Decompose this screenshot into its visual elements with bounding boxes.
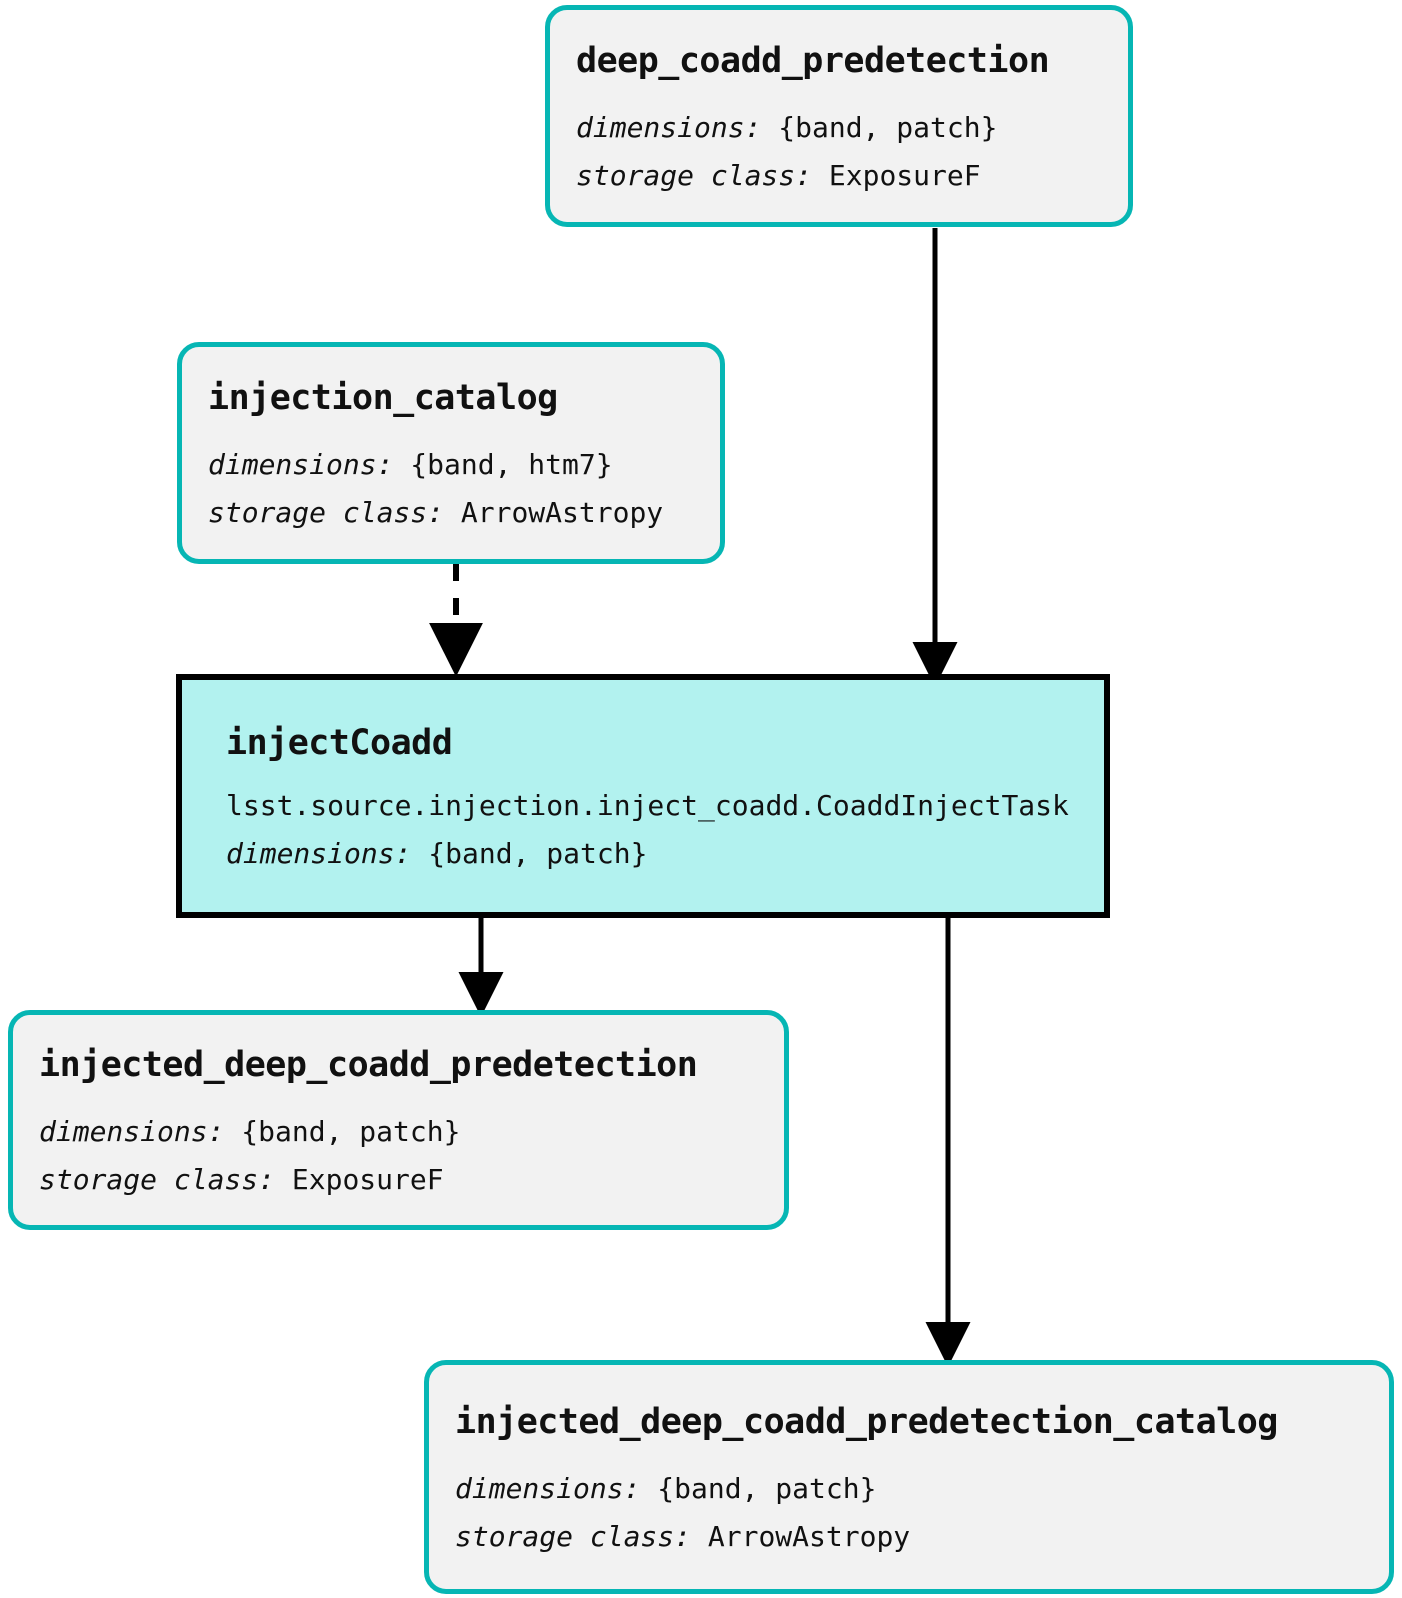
storage-class-label: storage class:: [208, 496, 461, 530]
dimensions-label: dimensions:: [455, 1472, 658, 1505]
dimensions-label: dimensions:: [576, 111, 779, 144]
task-node-inject-coadd[interactable]: injectCoadd lsst.source.injection.inject…: [176, 674, 1110, 918]
dataset-node-injection-catalog[interactable]: injection_catalog dimensions: {band, htm…: [177, 342, 725, 564]
node-dimensions-row: dimensions: {band, patch}: [39, 1114, 758, 1150]
node-dimensions-row: dimensions: {band, patch}: [576, 110, 1102, 146]
dimensions-label: dimensions:: [226, 837, 429, 871]
dataset-node-deep-coadd-predetection[interactable]: deep_coadd_predetection dimensions: {ban…: [545, 5, 1133, 227]
dimensions-label: dimensions:: [39, 1115, 242, 1148]
node-dimensions-row: dimensions: {band, patch}: [226, 836, 1060, 872]
storage-class-label: storage class:: [576, 159, 829, 193]
node-storage-class-row: storage class: ArrowAstropy: [455, 1519, 1363, 1555]
storage-class-value: ExposureF: [828, 159, 981, 193]
dimensions-value: {band, patch}: [428, 837, 648, 871]
storage-class-value: ArrowAstropy: [460, 496, 664, 530]
node-dimensions-row: dimensions: {band, patch}: [455, 1471, 1363, 1507]
task-class-path: lsst.source.injection.inject_coadd.Coadd…: [226, 789, 1069, 822]
node-storage-class-row: storage class: ExposureF: [39, 1162, 758, 1198]
dimensions-value: {band, htm7}: [410, 448, 613, 481]
node-title: injectCoadd: [226, 723, 453, 764]
dimensions-label: dimensions:: [208, 448, 411, 481]
dimensions-value: {band, patch}: [778, 111, 998, 144]
dataset-node-injected-deep-coadd-predetection-catalog[interactable]: injected_deep_coadd_predetection_catalog…: [424, 1360, 1394, 1594]
node-storage-class-row: storage class: ArrowAstropy: [208, 495, 694, 531]
node-title: injection_catalog: [208, 378, 558, 419]
dataset-node-injected-deep-coadd-predetection[interactable]: injected_deep_coadd_predetection dimensi…: [8, 1010, 789, 1230]
node-dimensions-row: dimensions: {band, htm7}: [208, 447, 694, 483]
storage-class-value: ArrowAstropy: [707, 1520, 911, 1554]
node-title: deep_coadd_predetection: [576, 41, 1050, 82]
node-title: injected_deep_coadd_predetection_catalog: [455, 1402, 1278, 1443]
node-storage-class-row: storage class: ExposureF: [576, 158, 1102, 194]
storage-class-label: storage class:: [39, 1163, 292, 1197]
dimensions-value: {band, patch}: [241, 1115, 461, 1148]
node-title: injected_deep_coadd_predetection: [39, 1045, 698, 1086]
storage-class-label: storage class:: [455, 1520, 708, 1554]
dimensions-value: {band, patch}: [657, 1472, 877, 1505]
storage-class-value: ExposureF: [291, 1163, 444, 1197]
